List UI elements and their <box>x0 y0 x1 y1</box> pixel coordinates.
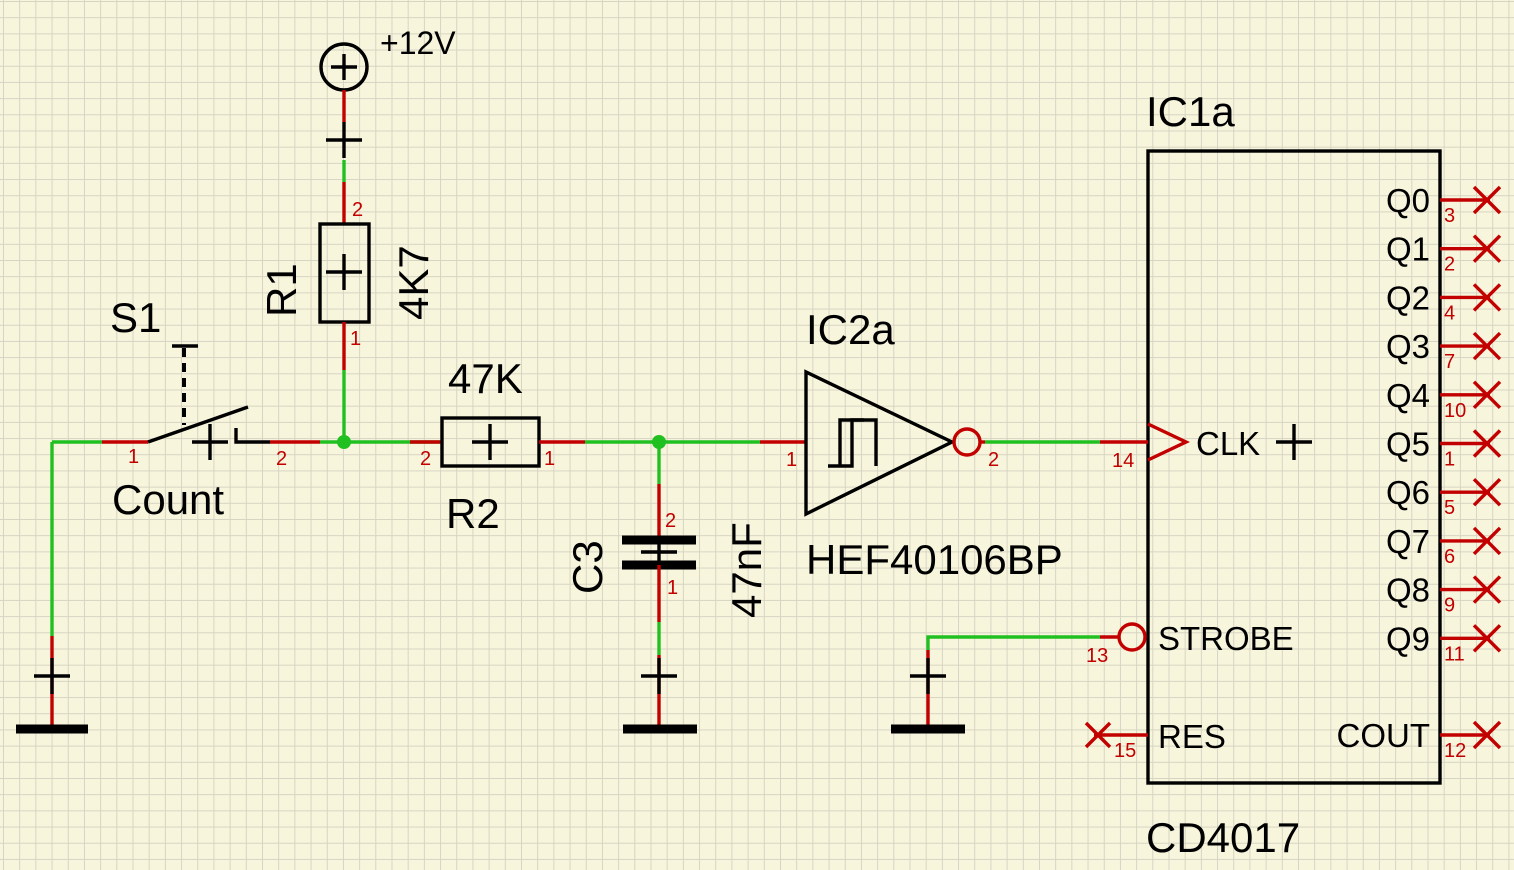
capacitor-c3[interactable]: 2 1 C3 47nF <box>564 484 770 622</box>
ground-strobe <box>891 650 965 734</box>
clk-label: CLK <box>1196 425 1260 462</box>
ground-left <box>16 636 88 734</box>
c3-value: 47nF <box>723 522 770 618</box>
output-q2: Q2 4 <box>1386 279 1502 324</box>
output-cout: COUT 12 <box>1337 717 1502 762</box>
output-label-q6: Q6 <box>1386 474 1430 511</box>
strobe-bubble <box>1117 622 1147 652</box>
output-q9: Q9 11 <box>1386 620 1502 665</box>
ic1a-part: CD4017 <box>1146 814 1300 861</box>
supply-label: +12V <box>380 25 456 61</box>
resistor-r1[interactable]: 2 1 R1 4K7 <box>258 182 437 370</box>
s1-value: Count <box>112 476 224 523</box>
r1-value: 4K7 <box>390 245 437 320</box>
strobe-label: STROBE <box>1158 620 1294 657</box>
wire-strobe <box>926 635 1100 650</box>
output-pin-q6: 5 <box>1444 497 1455 519</box>
clk-triangle <box>1147 422 1190 462</box>
output-q7: Q7 6 <box>1386 523 1502 568</box>
s1-ref: S1 <box>110 294 161 341</box>
r2-ref: R2 <box>446 490 500 537</box>
c3-ref: C3 <box>564 540 611 594</box>
clk-pin: 14 <box>1112 450 1134 472</box>
s1-pin-2: 2 <box>276 448 287 470</box>
junction-dot-r1 <box>337 435 351 449</box>
output-q8: Q8 9 <box>1386 572 1502 617</box>
output-label-q0: Q0 <box>1386 182 1430 219</box>
output-label-q4: Q4 <box>1386 377 1430 414</box>
res-label: RES <box>1158 718 1226 755</box>
output-pin-q2: 4 <box>1444 302 1455 324</box>
res-pin: 15 <box>1114 740 1136 762</box>
output-q6: Q6 5 <box>1386 474 1502 519</box>
output-label-q2: Q2 <box>1386 279 1430 316</box>
output-pin-cout: 12 <box>1444 740 1466 762</box>
output-pin-q5: 1 <box>1444 449 1455 471</box>
r2-value: 47K <box>448 355 523 402</box>
resistor-r2[interactable]: 2 1 47K R2 <box>410 355 585 537</box>
wires <box>50 160 1100 655</box>
output-label-q5: Q5 <box>1386 426 1430 463</box>
output-pin-q8: 9 <box>1444 595 1455 617</box>
switch-lever <box>147 405 249 444</box>
ic2a-pin-1: 1 <box>786 449 797 471</box>
c3-pin-1: 1 <box>667 577 678 599</box>
schmitt-symbol <box>828 418 878 468</box>
ic1a-body <box>1146 149 1442 785</box>
output-pin-q7: 6 <box>1444 546 1455 568</box>
output-pin-q3: 7 <box>1444 351 1455 373</box>
output-q0: Q0 3 <box>1386 182 1502 227</box>
output-label-q3: Q3 <box>1386 328 1430 365</box>
strobe-pin: 13 <box>1086 645 1108 667</box>
s1-pin-1: 1 <box>128 446 139 468</box>
output-label-q1: Q1 <box>1386 231 1430 268</box>
inverter-ic2a[interactable]: 1 2 IC2a HEF40106BP <box>760 306 1063 583</box>
r2-pin-2: 2 <box>420 448 431 470</box>
r2-pin-1: 1 <box>544 448 555 470</box>
ic2a-triangle <box>804 369 956 517</box>
output-pin-q4: 10 <box>1444 400 1466 422</box>
output-label-q7: Q7 <box>1386 523 1430 560</box>
ic2a-bubble <box>952 427 982 457</box>
r1-pin-2: 2 <box>352 199 363 221</box>
output-label-q8: Q8 <box>1386 572 1430 609</box>
output-q3: Q3 7 <box>1386 328 1502 373</box>
output-pin-q1: 2 <box>1444 254 1455 276</box>
r1-ref: R1 <box>258 263 305 317</box>
ic2a-part: HEF40106BP <box>806 536 1063 583</box>
output-pin-q9: 11 <box>1444 643 1465 665</box>
output-label-cout: COUT <box>1337 717 1431 754</box>
ic2a-pin-2: 2 <box>988 449 999 471</box>
output-q5: Q5 1 <box>1386 426 1502 471</box>
junction-dot-c3 <box>652 435 666 449</box>
ground-c3 <box>623 655 697 734</box>
ic1a-ref: IC1a <box>1146 88 1235 135</box>
output-q4: Q4 10 <box>1386 377 1502 422</box>
c3-pin-2: 2 <box>665 510 676 532</box>
output-pin-q0: 3 <box>1444 205 1455 227</box>
r1-pin-1: 1 <box>350 328 361 350</box>
output-q1: Q1 2 <box>1386 231 1502 276</box>
supply-symbol: +12V <box>319 25 456 158</box>
switch-s1[interactable]: 1 2 S1 Count <box>102 294 320 523</box>
ic2a-ref: IC2a <box>806 306 895 353</box>
output-label-q9: Q9 <box>1386 620 1430 657</box>
